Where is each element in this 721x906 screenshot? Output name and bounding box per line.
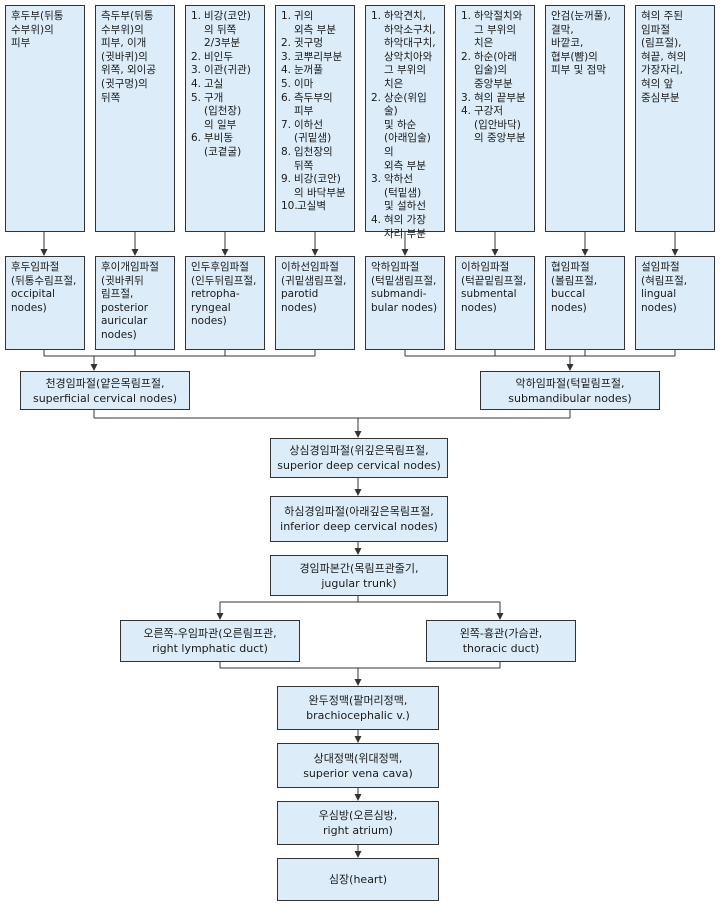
group-label: 악하임파절(턱밑림프절, submandibular nodes) <box>508 376 632 405</box>
list-item: 2.귓구멍 <box>281 37 323 50</box>
list-item: 8.입천장의 뒤쪽 <box>281 145 333 172</box>
region-list: 1.비강(코안) 의 뒤쪽 2/3부분 2.비인두 3.이관(귀관) 4.고실 … <box>191 10 259 160</box>
list-item: 1.귀의 외측 부분 <box>281 10 336 36</box>
chain-label: 오른쪽-우임파관(오른림프관, right lymphatic duct) <box>143 627 277 655</box>
region-retropharyngeal-list: 1.비강(코안) 의 뒤쪽 2/3부분 2.비인두 3.이관(귀관) 4.고실 … <box>185 5 265 232</box>
region-list: 1.하악절치와 그 부위의 치은 2.하순(아래 입술)의 중앙부분 3.혀의 … <box>461 10 529 146</box>
list-item: 6.부비동 (코곁굴) <box>191 132 242 158</box>
group-label: 천경임파절(얕은목림프절, superficial cervical nodes… <box>32 376 178 405</box>
region-text: 후두부(뒤통 수부위)의 피부 <box>11 10 64 50</box>
list-item: 5.구개 (입천장) 의 일부 <box>191 91 242 131</box>
right-lymphatic-duct: 오른쪽-우임파관(오른림프관, right lymphatic duct) <box>120 620 300 662</box>
list-item: 2.상순(위입술) 및 하순 (아래입술)의 외측 부분 <box>371 91 431 172</box>
list-item: 3.악하선 (턱밑샘) 및 설하선 <box>371 173 426 213</box>
node-label: 협임파절 (볼림프절, buccal nodes) <box>551 261 598 314</box>
region-submental-list: 1.하악절치와 그 부위의 치은 2.하순(아래 입술)의 중앙부분 3.혀의 … <box>455 5 535 232</box>
region-occipital-skin: 후두부(뒤통 수부위)의 피부 <box>5 5 85 232</box>
brachiocephalic-vein: 완두정맥(팔머리정맥, brachiocephalic v.) <box>277 686 439 730</box>
list-item: 4.구강저 (입안바닥) 의 중앙부분 <box>461 105 526 145</box>
chain-label: 하심경임파절(아래깊은목림프절, inferior deep cervical … <box>280 505 438 533</box>
node-lingual: 설임파절 (혀림프절, lingual nodes) <box>635 256 715 350</box>
list-item: 6.측두부의 피부 <box>281 91 333 118</box>
thoracic-duct: 왼쪽-흉관(가슴관, thoracic duct) <box>426 620 576 662</box>
list-item: 2.하순(아래 입술)의 중앙부분 <box>461 50 517 90</box>
node-buccal: 협임파절 (볼림프절, buccal nodes) <box>545 256 625 350</box>
node-label: 후이개임파절 (귓바퀴뒤 림프절, posterior auricular no… <box>101 261 159 341</box>
node-submandibular-gland: 악하임파절 (턱밑샘림프절, submandi- bular nodes) <box>365 256 445 350</box>
node-retropharyngeal: 인두후임파절 (인두뒤림프절, retropha- ryngeal nodes) <box>185 256 265 350</box>
list-item: 3.혀의 끝부분 <box>461 91 526 104</box>
list-item: 10.고실벽 <box>281 200 326 213</box>
node-label: 이하임파절 (턱끝밑림프절, submental nodes) <box>461 261 527 314</box>
region-temporal-skin: 측두부(뒤통 수부위)의 피부, 이개 (귓바퀴)의 위쪽, 외이공 (귓구멍)… <box>95 5 175 232</box>
chain-label: 왼쪽-흉관(가슴관, thoracic duct) <box>459 627 543 655</box>
list-item: 2.비인두 <box>191 50 233 63</box>
chain-label: 상심경임파절(위깊은목림프절, superior deep cervical n… <box>277 444 441 472</box>
list-item: 3.이관(귀관) <box>191 64 251 77</box>
region-submandibular-list: 1.하악견치, 하악소구치, 하악대구치, 상악치아와 그 부위의 치은 2.상… <box>365 5 445 240</box>
chain-label: 심장(heart) <box>328 873 388 886</box>
group-submandibular: 악하임파절(턱밑림프절, submandibular nodes) <box>480 371 660 410</box>
list-item: 1.비강(코안) 의 뒤쪽 2/3부분 <box>191 10 251 50</box>
region-list: 1.하악견치, 하악소구치, 하악대구치, 상악치아와 그 부위의 치은 2.상… <box>371 10 439 241</box>
region-lingual: 혀의 주된 임파절 (림프절), 혀끝, 혀의 가장자리, 혀의 앞 중심부분 <box>635 5 715 232</box>
list-item: 1.하악견치, 하악소구치, 하악대구치, 상악치아와 그 부위의 치은 <box>371 10 436 90</box>
chain-label: 완두정맥(팔머리정맥, brachiocephalic v.) <box>306 694 410 722</box>
chain-label: 경임파본간(목림프관줄기, jugular trunk) <box>299 561 419 590</box>
list-item: 1.하악절치와 그 부위의 치은 <box>461 10 523 50</box>
node-label: 이하선임파절 (귀밑샘림프절, parotid nodes) <box>281 261 347 314</box>
node-label: 악하임파절 (턱밑샘림프절, submandi- bular nodes) <box>371 261 438 314</box>
list-item: 9.비강(코안) 의 바닥부분 <box>281 173 346 199</box>
jugular-trunk: 경임파본간(목림프관줄기, jugular trunk) <box>270 555 448 596</box>
inferior-deep-cervical-nodes: 하심경임파절(아래깊은목림프절, inferior deep cervical … <box>270 496 448 542</box>
region-text: 혀의 주된 임파절 (림프절), 혀끝, 혀의 가장자리, 혀의 앞 중심부분 <box>641 10 687 104</box>
node-posterior-auricular: 후이개임파절 (귓바퀴뒤 림프절, posterior auricular no… <box>95 256 175 350</box>
list-item: 7.이하선 (귀밑샘) <box>281 118 332 145</box>
list-item: 4.혀의 가장 자리 부분 <box>371 213 426 240</box>
region-parotid-list: 1.귀의 외측 부분 2.귓구멍 3.코뿌리부분 4.눈꺼풀 5.이마 6.측두… <box>275 5 355 232</box>
node-label: 후두임파절 (뒤통수림프절, occipital nodes) <box>11 261 77 314</box>
chain-label: 우심방(오른심방, right atrium) <box>318 809 398 837</box>
list-item: 3.코뿌리부분 <box>281 50 343 63</box>
node-label: 설임파절 (혀림프절, lingual nodes) <box>641 261 688 314</box>
list-item: 4.눈꺼풀 <box>281 64 323 77</box>
chain-label: 상대정맥(위대정맥, superior vena cava) <box>303 751 413 780</box>
list-item: 5.이마 <box>281 77 314 90</box>
region-text: 안검(눈꺼풀), 결막, 바깥코, 협부(뺨)의 피부 및 점막 <box>551 10 611 77</box>
region-buccal-skin: 안검(눈꺼풀), 결막, 바깥코, 협부(뺨)의 피부 및 점막 <box>545 5 625 232</box>
region-text: 측두부(뒤통 수부위)의 피부, 이개 (귓바퀴)의 위쪽, 외이공 (귓구멍)… <box>101 10 156 104</box>
heart: 심장(heart) <box>277 858 439 901</box>
group-superficial-cervical: 천경임파절(얕은목림프절, superficial cervical nodes… <box>20 371 190 410</box>
node-submental: 이하임파절 (턱끝밑림프절, submental nodes) <box>455 256 535 350</box>
superior-vena-cava: 상대정맥(위대정맥, superior vena cava) <box>277 743 439 788</box>
node-label: 인두후임파절 (인두뒤림프절, retropha- ryngeal nodes) <box>191 261 257 328</box>
right-atrium: 우심방(오른심방, right atrium) <box>277 801 439 845</box>
region-list: 1.귀의 외측 부분 2.귓구멍 3.코뿌리부분 4.눈꺼풀 5.이마 6.측두… <box>281 10 349 214</box>
superior-deep-cervical-nodes: 상심경임파절(위깊은목림프절, superior deep cervical n… <box>270 438 448 478</box>
node-parotid: 이하선임파절 (귀밑샘림프절, parotid nodes) <box>275 256 355 350</box>
node-occipital: 후두임파절 (뒤통수림프절, occipital nodes) <box>5 256 85 350</box>
list-item: 4.고실 <box>191 77 224 90</box>
